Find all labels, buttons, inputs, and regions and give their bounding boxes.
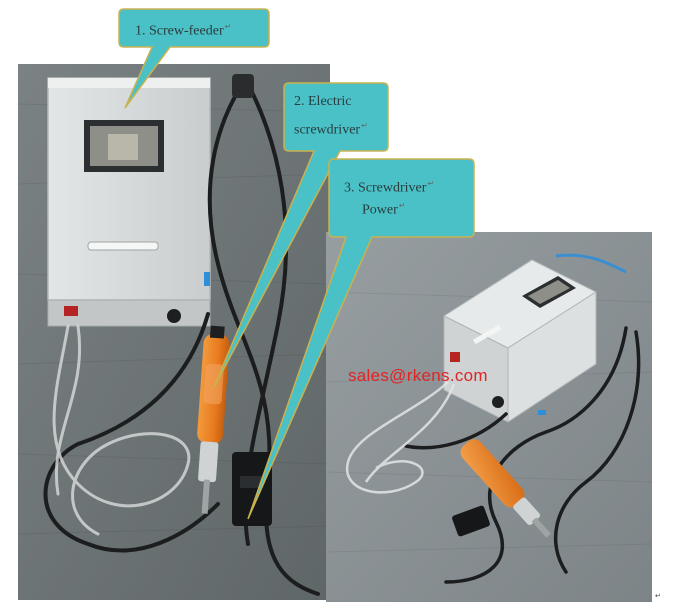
left-photo-illustration	[18, 64, 330, 600]
right-photo	[326, 232, 652, 602]
callout-screwdriver-power-line1-wrap: 3. Screwdriver↵	[344, 174, 434, 198]
electric-screwdriver-right	[460, 439, 551, 538]
return-mark: ↵	[224, 22, 232, 31]
callout-screwdriver-power-line2-wrap: Power↵	[362, 196, 405, 220]
return-mark: ↵	[398, 201, 406, 210]
right-photo-illustration	[326, 232, 652, 602]
left-photo	[18, 64, 330, 600]
sales-email-watermark: sales@rkens.com	[348, 366, 488, 385]
callout-electric-screwdriver: 2. Electric screwdriver↵	[210, 82, 390, 392]
callout-bubble	[118, 8, 270, 109]
callout-electric-screwdriver-line2-wrap: screwdriver↵	[294, 116, 368, 140]
power-supply-box	[232, 452, 272, 526]
callout-bubble	[212, 82, 389, 390]
callout-screw-feeder: 1. Screw-feeder↵	[118, 8, 270, 112]
end-mark: ↵	[655, 592, 661, 600]
return-mark: ↵	[361, 121, 368, 130]
callout-screwdriver-power: 3. Screwdriver↵ Power↵	[244, 158, 476, 522]
screw-feeder-box	[47, 77, 211, 327]
callout-screwdriver-power-line1: 3. Screwdriver	[344, 180, 427, 196]
callout-screw-feeder-text: 1. Screw-feeder	[135, 23, 224, 39]
screw-feeder-box-right	[442, 259, 598, 423]
return-mark: ↵	[427, 179, 435, 188]
callout-screwdriver-power-line2: Power	[362, 202, 398, 218]
callout-screw-feeder-label: 1. Screw-feeder↵	[135, 17, 231, 41]
callout-electric-screwdriver-line2: screwdriver	[294, 122, 361, 138]
callout-bubble	[247, 158, 475, 520]
callout-electric-screwdriver-line1: 2. Electric	[294, 94, 352, 109]
